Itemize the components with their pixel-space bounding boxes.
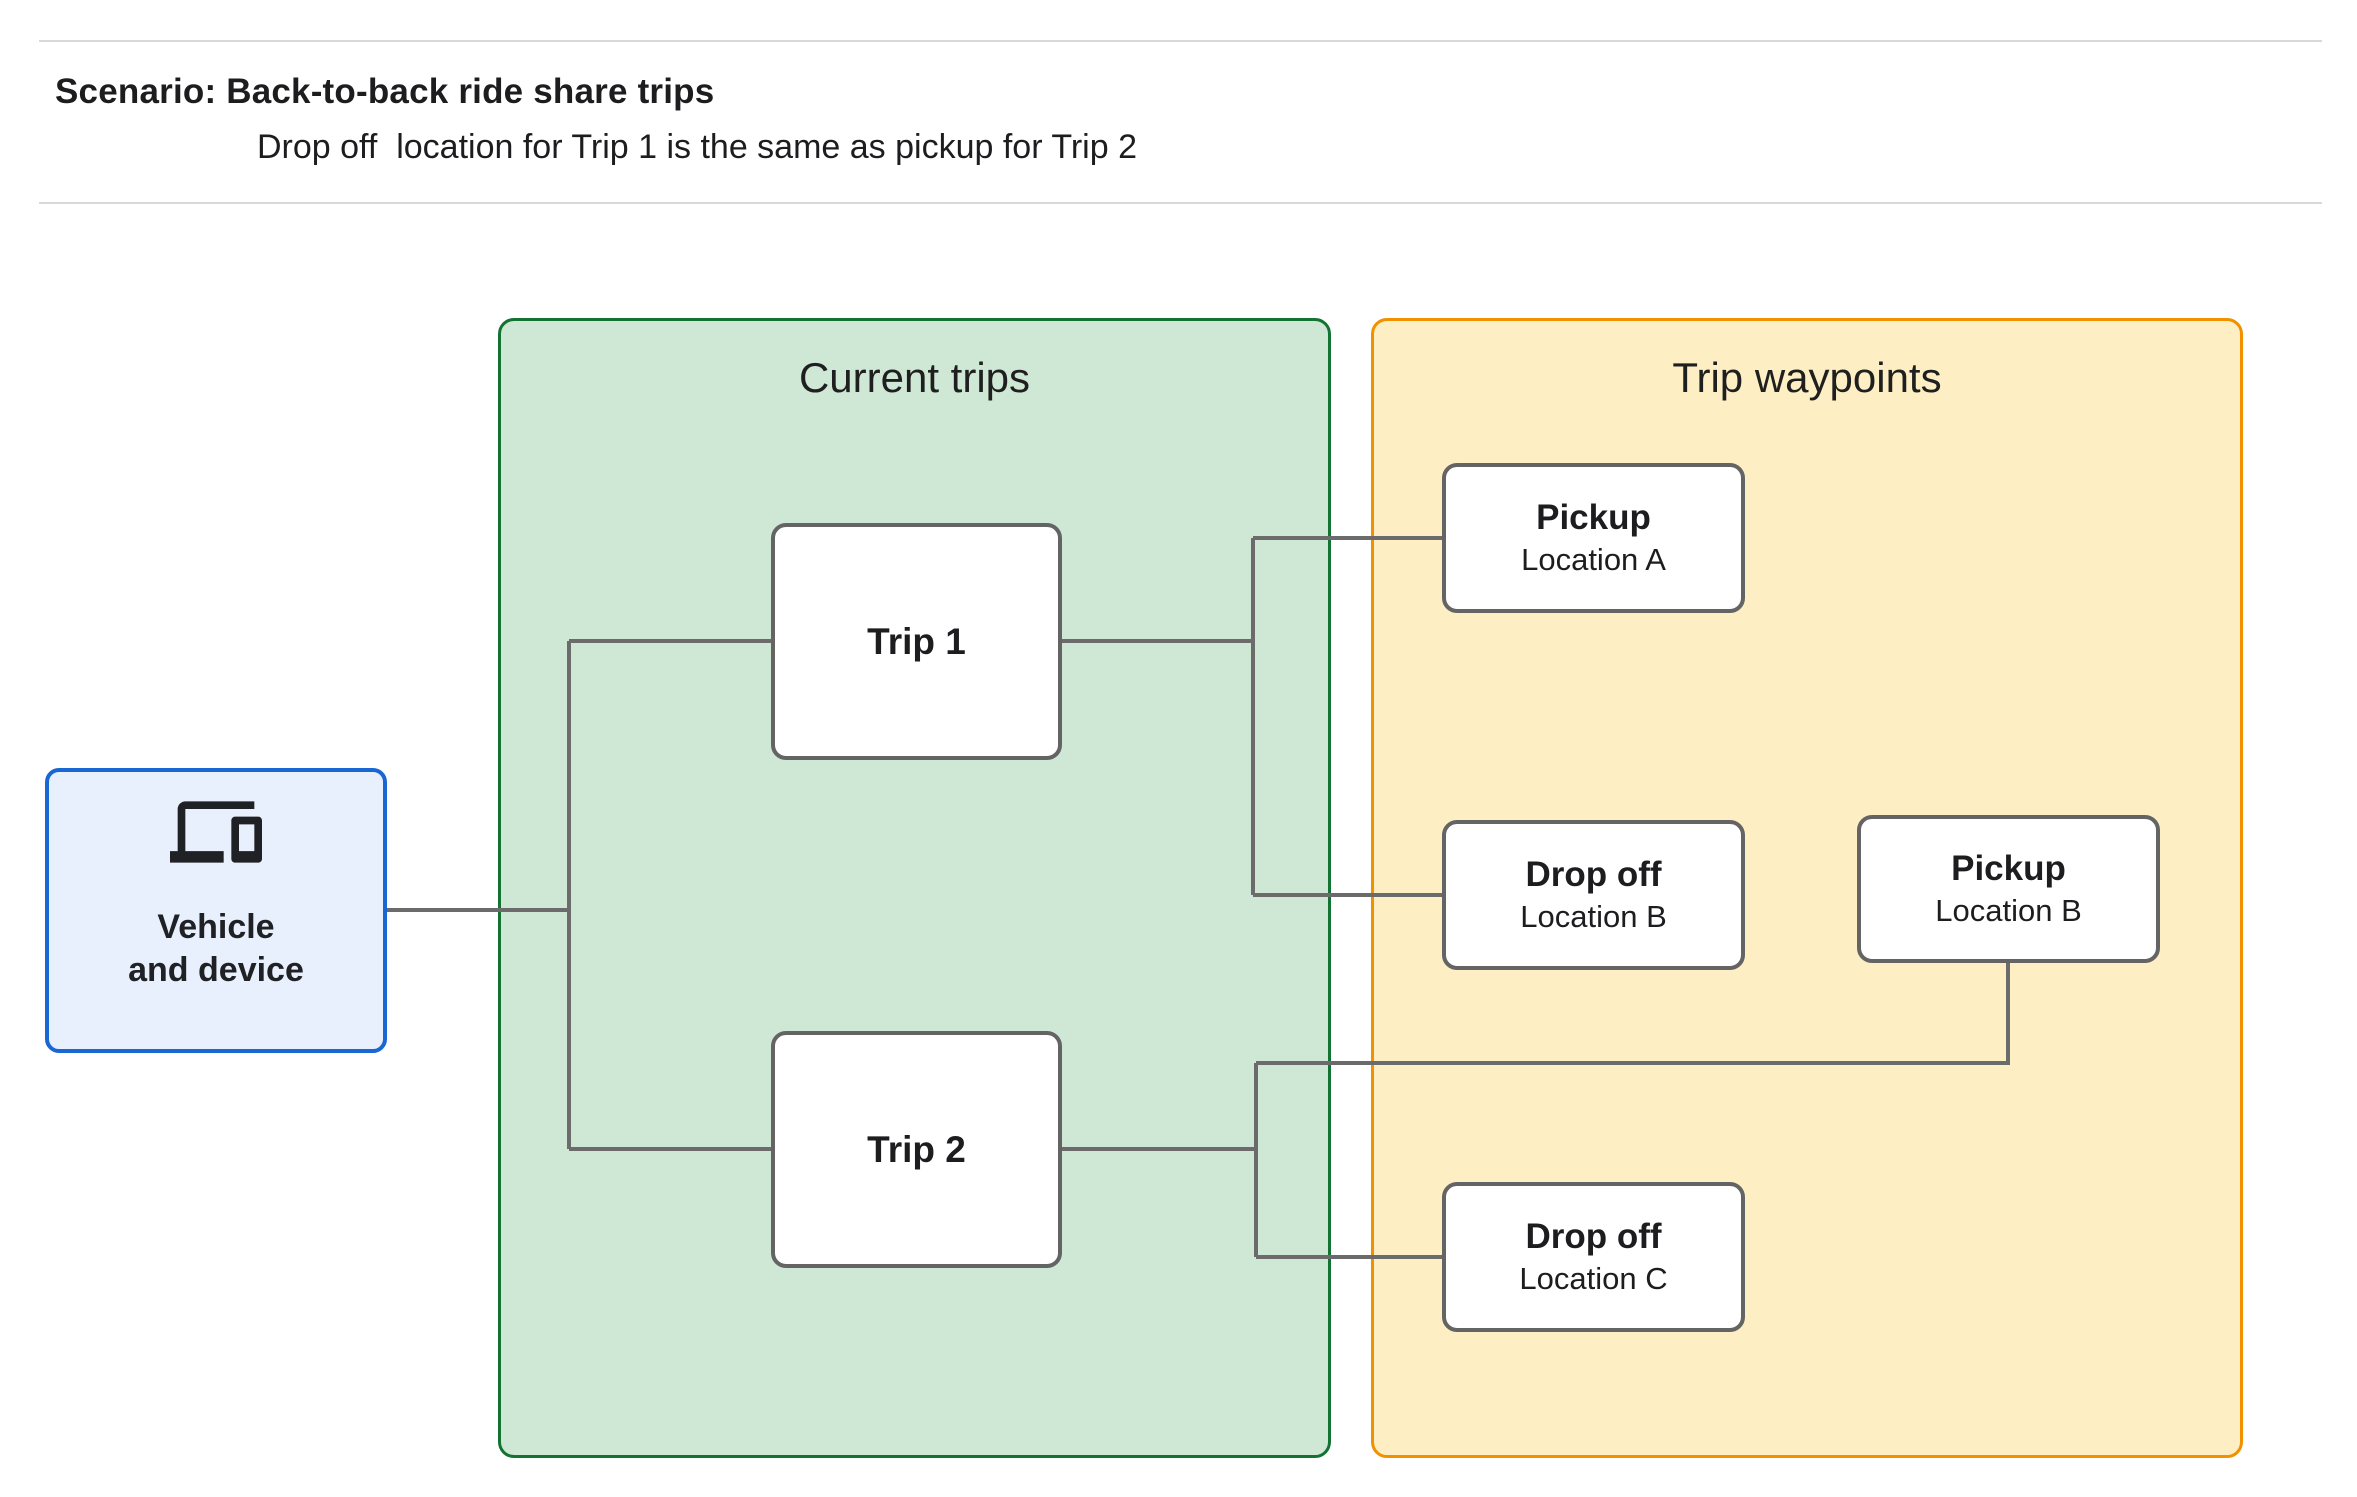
node-pickup-location-a: Pickup Location A: [1442, 463, 1745, 613]
node-dropoff-location-c: Drop off Location C: [1442, 1182, 1745, 1332]
node-dropoff-b-label: Drop off: [1525, 855, 1662, 894]
page-title: Scenario: Back-to-back ride share trips: [55, 72, 715, 111]
node-trip2: Trip 2: [771, 1031, 1062, 1268]
connector-pickup-b-leg: [1256, 963, 2010, 1065]
top-divider: [39, 40, 2322, 42]
header-divider: [39, 202, 2322, 204]
node-pickup-a-sublabel: Location A: [1521, 542, 1666, 577]
node-vehicle-label-line2: and device: [128, 951, 304, 989]
node-dropoff-c-label: Drop off: [1525, 1217, 1662, 1256]
node-pickup-location-b: Pickup Location B: [1857, 815, 2160, 963]
node-pickup-a-label: Pickup: [1536, 498, 1651, 537]
node-pickup-b-sublabel: Location B: [1935, 893, 2082, 928]
node-vehicle: Vehicle and device: [45, 768, 387, 1053]
node-trip1: Trip 1: [771, 523, 1062, 760]
node-dropoff-c-sublabel: Location C: [1519, 1261, 1668, 1296]
node-dropoff-b-sublabel: Location B: [1520, 899, 1667, 934]
node-pickup-b-label: Pickup: [1951, 849, 2066, 888]
node-trip2-label: Trip 2: [867, 1128, 966, 1170]
devices-icon: [170, 801, 262, 863]
group-current-trips: Current trips: [498, 318, 1331, 1458]
group-current-trips-title: Current trips: [798, 354, 1031, 401]
node-vehicle-label: Vehicle and device: [128, 906, 304, 992]
node-dropoff-location-b: Drop off Location B: [1442, 820, 1745, 970]
node-vehicle-label-line1: Vehicle: [157, 908, 275, 946]
page-subtitle: Drop off location for Trip 1 is the same…: [257, 128, 1137, 166]
group-trip-waypoints-title: Trip waypoints: [1672, 354, 1942, 401]
node-trip1-label: Trip 1: [867, 620, 966, 662]
